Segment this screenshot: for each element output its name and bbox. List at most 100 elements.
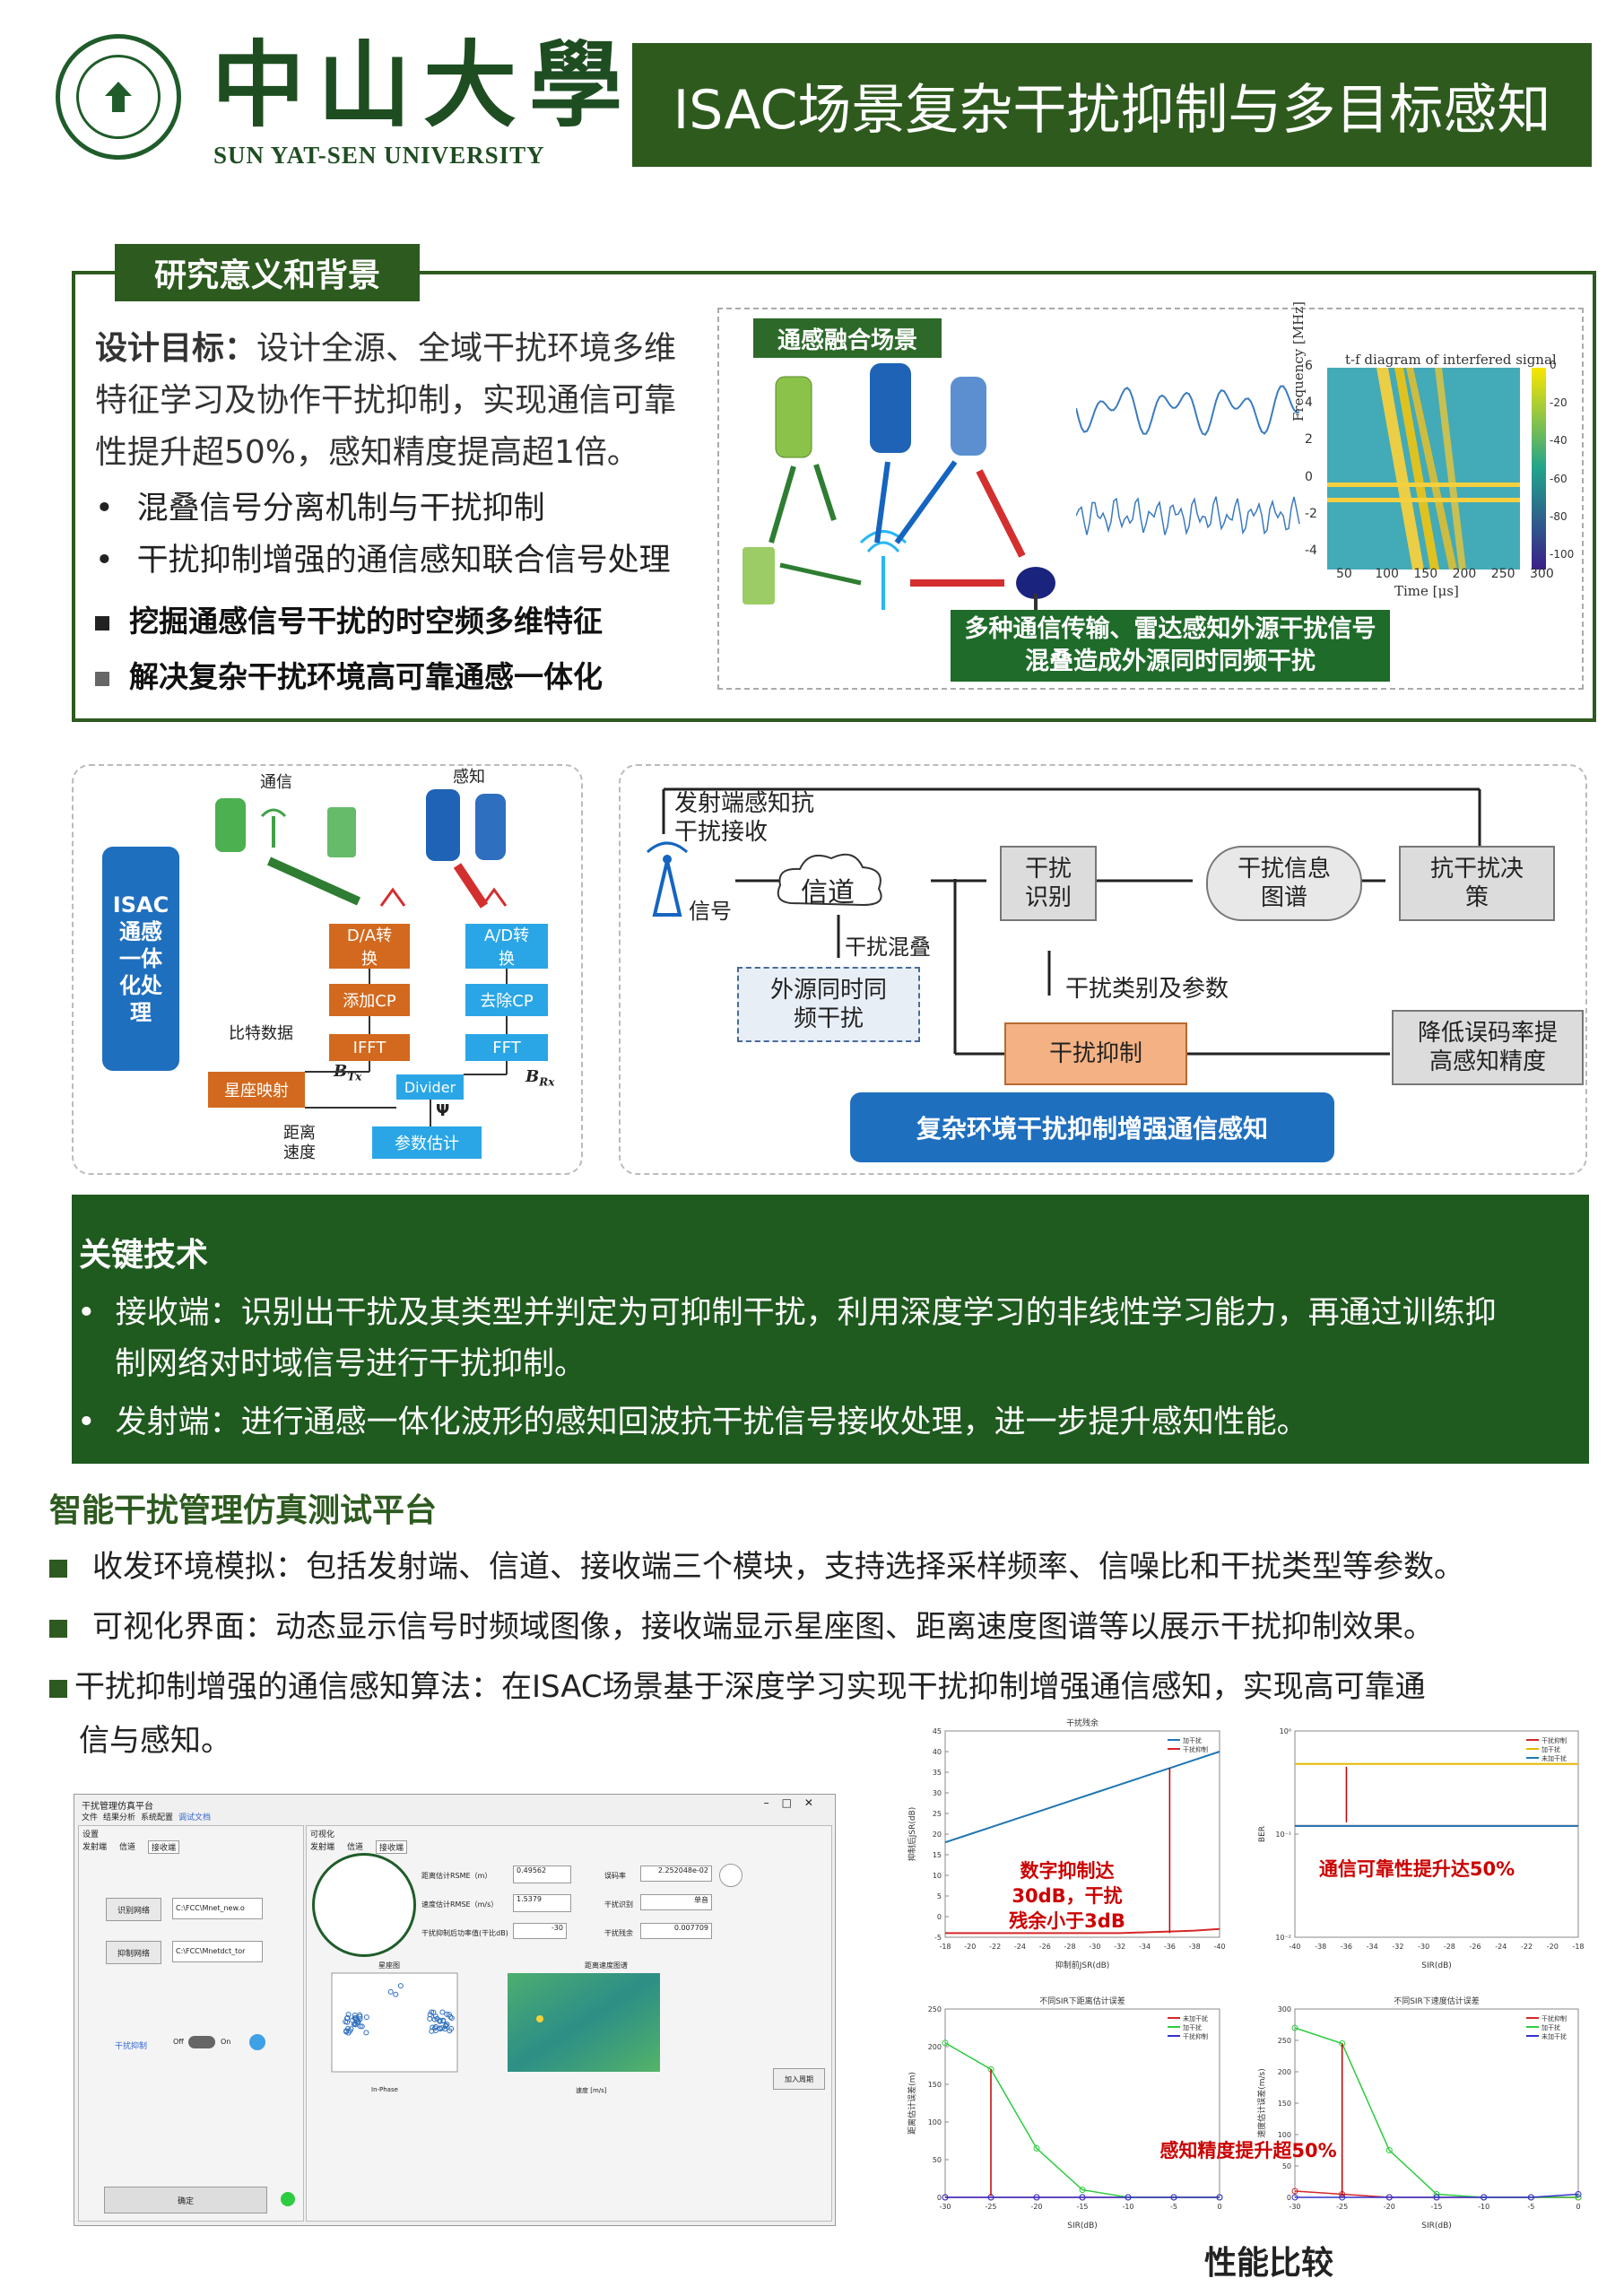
scene-caption: 多种通信传输、雷达感知外源干扰信号混叠造成外源同时同频干扰 <box>951 610 1390 682</box>
key-tech-item-cont: 制网络对时域信号进行干扰抑制。 <box>115 1346 586 1382</box>
tab-rx[interactable]: 接收端 <box>376 1840 408 1854</box>
x-tick-label: -20 <box>1030 2203 1042 2211</box>
x-tick-label: -10 <box>1122 2203 1133 2211</box>
constellation-point <box>343 2029 350 2035</box>
settings-panel: 设置 发射端 信道 接收端 识别网络 C:\FCC\Mnet_new.o 抑制网… <box>78 1825 304 2222</box>
series-line <box>1295 2193 1579 2198</box>
data-point <box>1170 2194 1177 2201</box>
constellation-point <box>439 2025 445 2031</box>
square-bullet-item: 解决复杂干扰环境高可靠通感一体化 <box>95 653 603 696</box>
suppress-net-button[interactable]: 抑制网络 <box>106 1941 161 1964</box>
tab-tx[interactable]: 发射端 <box>310 1843 335 1852</box>
chart-title: 干扰残余 <box>1066 1718 1099 1728</box>
settings-tabs: 发射端 信道 接收端 <box>83 1840 180 1854</box>
data-point <box>1433 2194 1440 2201</box>
legend-label: 加干扰 <box>1183 1736 1202 1744</box>
y-tick-label: 10⁻² <box>1275 1934 1291 1942</box>
y-tick-label: 30 <box>933 1789 942 1797</box>
menu-item[interactable]: 调试文档 <box>178 1813 212 1822</box>
platform-item-cont: 信与感知。 <box>79 1723 231 1759</box>
y-tick-label: 20 <box>933 1831 942 1839</box>
mix-label: 干扰混叠 <box>845 935 931 960</box>
x-axis-label: SIR(dB) <box>1421 2222 1452 2231</box>
key-tech-item: •接收端：识别出干扰及其类型并判定为可抑制干扰，利用深度学习的非线性学习能力，再… <box>77 1295 1497 1331</box>
tab-tx[interactable]: 发射端 <box>83 1843 108 1852</box>
tick-label: 0 <box>1550 359 1557 371</box>
constellation-point <box>444 2011 450 2017</box>
add-period-button[interactable]: 加入周期 <box>773 2068 825 2090</box>
y-tick-label: 25 <box>933 1810 942 1818</box>
perf-note-sensing: 感知精度提升超50% <box>1159 2140 1337 2161</box>
x-tick-label: -30 <box>939 2203 951 2211</box>
menu-bar: 文件 结果分析 系统配置 调试文档 <box>82 1811 211 1822</box>
y-tick-label: 150 <box>1278 2100 1291 2108</box>
x-tick-label: -22 <box>989 1943 1001 1951</box>
legend-label: 干扰抑制 <box>1183 2032 1208 2040</box>
menu-item[interactable]: 文件 <box>82 1813 99 1822</box>
university-seal-logo <box>312 1853 416 1957</box>
tab-channel[interactable]: 信道 <box>119 1843 136 1852</box>
x-tick-label: -25 <box>985 2203 996 2211</box>
chart-speed-error: 不同SIR下速度估计误差SIR(dB)速度估计误差(m/s)-30-25-20-… <box>1256 1996 1582 2231</box>
car-icon <box>775 376 812 458</box>
confirm-button[interactable]: 确定 <box>104 2187 267 2213</box>
x-tick-label: -28 <box>1064 1943 1076 1951</box>
interference-flow-diagram <box>619 764 1587 1175</box>
status-lamp-icon <box>249 2034 265 2050</box>
y-tick-label: -5 <box>934 1934 942 1942</box>
data-point <box>1575 2191 1582 2197</box>
psi-label: Ψ <box>436 1101 450 1120</box>
data-point <box>1385 2147 1393 2153</box>
menu-item[interactable]: 结果分析 <box>103 1813 136 1822</box>
constellation-plot <box>331 1972 458 2073</box>
data-point <box>1125 2194 1132 2201</box>
identify-net-path-input[interactable]: C:\FCC\Mnet_new.o <box>172 1898 263 1919</box>
data-point <box>1079 2194 1086 2201</box>
y-tick-label: 0 <box>937 2194 942 2202</box>
x-tick-label: -26 <box>1470 1943 1481 1951</box>
y-tick-label: 45 <box>933 1727 942 1735</box>
external-interference-block: 外源同时同频干扰 <box>737 967 920 1042</box>
tab-channel[interactable]: 信道 <box>347 1843 364 1852</box>
x-tick-label: -38 <box>1189 1943 1201 1951</box>
x-tick-label: -26 <box>1039 1943 1051 1951</box>
car-icon <box>475 794 506 860</box>
x-tick-label: -18 <box>1572 1943 1584 1951</box>
constellation-point <box>363 2030 369 2036</box>
x-axis-label: SIR(dB) <box>1067 2222 1098 2231</box>
constellation-point <box>433 2023 439 2030</box>
suppress-toggle[interactable] <box>188 2036 215 2048</box>
y-tick-label: 40 <box>933 1748 942 1756</box>
tab-rx[interactable]: 接收端 <box>148 1840 180 1854</box>
tick-label: -20 <box>1550 396 1568 410</box>
x-tick-label: -25 <box>1336 2203 1348 2211</box>
suppress-block: 干扰抑制 <box>1004 1022 1187 1085</box>
scene-label: 通感融合场景 <box>753 318 942 358</box>
data-point <box>1385 2194 1393 2201</box>
menu-item[interactable]: 系统配置 <box>141 1813 174 1822</box>
constellation-point <box>357 2013 363 2020</box>
plot-area <box>1294 1730 1579 1938</box>
suppress-net-path-input[interactable]: C:\FCC\Mnetdct_tor <box>172 1941 263 1962</box>
left-diagram-arrows <box>305 969 508 1126</box>
constellation-point <box>440 2018 447 2024</box>
tick-label: 50 <box>1336 567 1352 581</box>
tick-label: -80 <box>1550 509 1568 523</box>
x-tick-label: -30 <box>1089 1943 1100 1951</box>
constellation-point <box>363 2014 369 2021</box>
bits-label: 比特数据 <box>229 1024 293 1043</box>
data-point <box>1291 2024 1298 2031</box>
y-tick-label: 250 <box>928 2005 942 2013</box>
y-tick-label: 10 <box>933 1872 942 1880</box>
x-tick-label: -40 <box>1213 1943 1225 1951</box>
tick-label: 2 <box>1305 432 1313 448</box>
tick-label: 200 <box>1452 567 1477 581</box>
window-controls[interactable]: –□✕ <box>763 1796 826 1809</box>
x-tick-label: -24 <box>1014 1943 1026 1951</box>
identify-net-button[interactable]: 识别网络 <box>106 1898 161 1921</box>
x-tick-label: -34 <box>1367 1943 1378 1951</box>
tf-colorbar-ticks: 0-20-40-60-80-100 <box>1550 359 1580 561</box>
gauge-icon <box>719 1864 743 1887</box>
platform-item: 收发环境模拟：包括发射端、信道、接收端三个模块，支持选择采样频率、信噪比和干扰类… <box>49 1541 1464 1593</box>
